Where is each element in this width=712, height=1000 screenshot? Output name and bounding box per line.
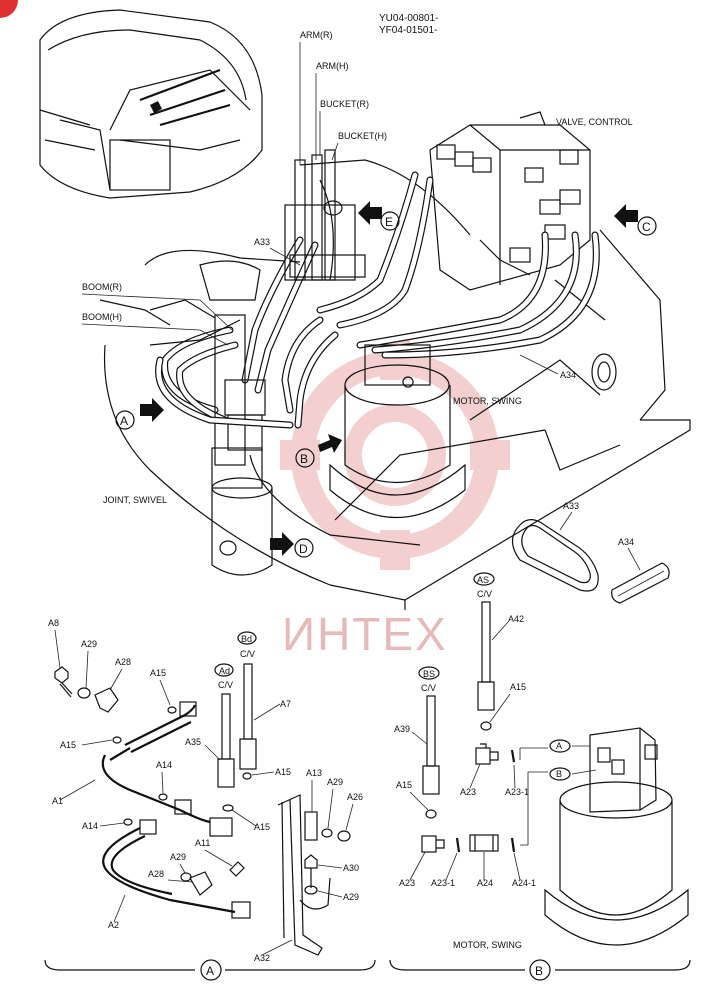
label-a32: A32 bbox=[254, 953, 270, 963]
label-joint-swivel: JOINT, SWIVEL bbox=[103, 495, 167, 505]
label-bucket-r: BUCKET(R) bbox=[320, 99, 369, 109]
label-a33-part: A33 bbox=[563, 501, 579, 511]
label-a23-1-upper: A23-1 bbox=[505, 787, 529, 797]
svg-text:E: E bbox=[385, 215, 393, 229]
arrow-b: B bbox=[295, 434, 342, 468]
detail-a: A8 A29 A28 A15 A15 A35 A1 A14 A14 bbox=[48, 618, 363, 963]
label-ad: Ad bbox=[219, 666, 230, 676]
label-a28-1: A28 bbox=[115, 657, 131, 667]
svg-text:B: B bbox=[300, 452, 308, 466]
part-a34-pad: A34 bbox=[611, 537, 670, 604]
label-a24: A24 bbox=[477, 878, 493, 888]
label-cv-2: C/V bbox=[218, 680, 233, 690]
boom-pipes bbox=[149, 319, 294, 429]
label-valve-control: VALVE, CONTROL bbox=[556, 117, 633, 127]
label-cv-b1: C/V bbox=[477, 589, 492, 599]
top-labels: ARM(R) ARM(H) BUCKET(R) BUCKET(H) VALVE,… bbox=[81, 30, 633, 505]
label-a8: A8 bbox=[48, 618, 59, 628]
label-a23-2: A23 bbox=[399, 878, 415, 888]
svg-text:C: C bbox=[642, 220, 651, 234]
svg-text:D: D bbox=[299, 542, 308, 556]
label-a33-top: A33 bbox=[254, 237, 270, 247]
label-a2: A2 bbox=[108, 920, 119, 930]
arrow-a: A bbox=[115, 398, 164, 430]
label-a24-1: A24-1 bbox=[512, 878, 536, 888]
label-a15-1: A15 bbox=[150, 668, 166, 678]
label-a23-1-lower: A23-1 bbox=[431, 878, 455, 888]
label-arm-h: ARM(H) bbox=[316, 61, 349, 71]
label-a29-3: A29 bbox=[327, 777, 343, 787]
detail-a-bracket: A bbox=[44, 959, 376, 981]
svg-text:A: A bbox=[120, 414, 128, 428]
label-boom-r: BOOM(R) bbox=[82, 282, 122, 292]
arrow-c: C bbox=[614, 204, 657, 236]
label-a15-2: A15 bbox=[60, 740, 76, 750]
label-a7: A7 bbox=[280, 699, 291, 709]
control-valve bbox=[429, 111, 591, 291]
label-cv-b2: C/V bbox=[421, 683, 436, 693]
label-a1: A1 bbox=[52, 796, 63, 806]
detail-b-title: B bbox=[535, 964, 543, 978]
label-a34-part: A34 bbox=[618, 537, 634, 547]
label-port-b: B bbox=[556, 769, 562, 779]
pipe-bracket-upper bbox=[284, 149, 366, 281]
label-boom-h: BOOM(H) bbox=[82, 312, 122, 322]
page-badge bbox=[0, 0, 18, 18]
label-as: AS bbox=[477, 575, 489, 585]
label-a14-1: A14 bbox=[156, 760, 172, 770]
label-bs: BS bbox=[423, 669, 435, 679]
detail-b: AS C/V A42 A15 BS C/V A39 A15 A23 A23-1 … bbox=[394, 572, 689, 950]
label-a39: A39 bbox=[394, 724, 410, 734]
label-a34-top: A34 bbox=[560, 370, 576, 380]
label-a26: A26 bbox=[347, 792, 363, 802]
label-a14-2: A14 bbox=[82, 821, 98, 831]
label-a15-4: A15 bbox=[254, 822, 270, 832]
hose-bundle bbox=[161, 171, 600, 429]
model-code-1: YU04-00801- bbox=[379, 13, 438, 24]
swivel-joint-main bbox=[211, 314, 273, 576]
swing-motor-main bbox=[329, 344, 466, 518]
upper-structure bbox=[99, 159, 691, 610]
label-port-a: A bbox=[556, 741, 562, 751]
label-bucket-h: BUCKET(H) bbox=[338, 131, 387, 141]
label-motor-swing-b: MOTOR, SWING bbox=[453, 940, 522, 950]
label-a11: A11 bbox=[195, 838, 210, 848]
label-cv-1: C/V bbox=[240, 649, 255, 659]
machine-thumbnail bbox=[39, 9, 263, 199]
label-arm-r: ARM(R) bbox=[300, 30, 333, 40]
label-a15-b1: A15 bbox=[510, 682, 526, 692]
watermark-logo bbox=[280, 340, 510, 570]
label-a35: A35 bbox=[185, 737, 201, 747]
arrow-d: D bbox=[270, 532, 314, 558]
label-a29-2: A29 bbox=[170, 852, 186, 862]
label-a15-3: A15 bbox=[275, 767, 291, 777]
label-motor-swing-top: MOTOR, SWING bbox=[453, 396, 522, 406]
label-a13: A13 bbox=[306, 768, 322, 778]
model-code-2: YF04-01501- bbox=[379, 25, 437, 36]
watermark-text: ИНТЕХ bbox=[282, 608, 448, 660]
label-a42: A42 bbox=[508, 614, 524, 624]
label-bd: Bd bbox=[241, 634, 252, 644]
detail-b-bracket: B bbox=[389, 959, 691, 981]
label-a30: A30 bbox=[343, 863, 359, 873]
label-a28-2: A28 bbox=[148, 869, 164, 879]
label-a23-1: A23 bbox=[460, 787, 476, 797]
part-a33-band: A33 bbox=[511, 501, 599, 592]
label-a29-1: A29 bbox=[81, 639, 97, 649]
detail-a-title: A bbox=[206, 964, 214, 978]
label-a15-b2: A15 bbox=[396, 780, 412, 790]
arrow-e: E bbox=[358, 201, 400, 231]
label-a29-4: A29 bbox=[343, 892, 359, 902]
